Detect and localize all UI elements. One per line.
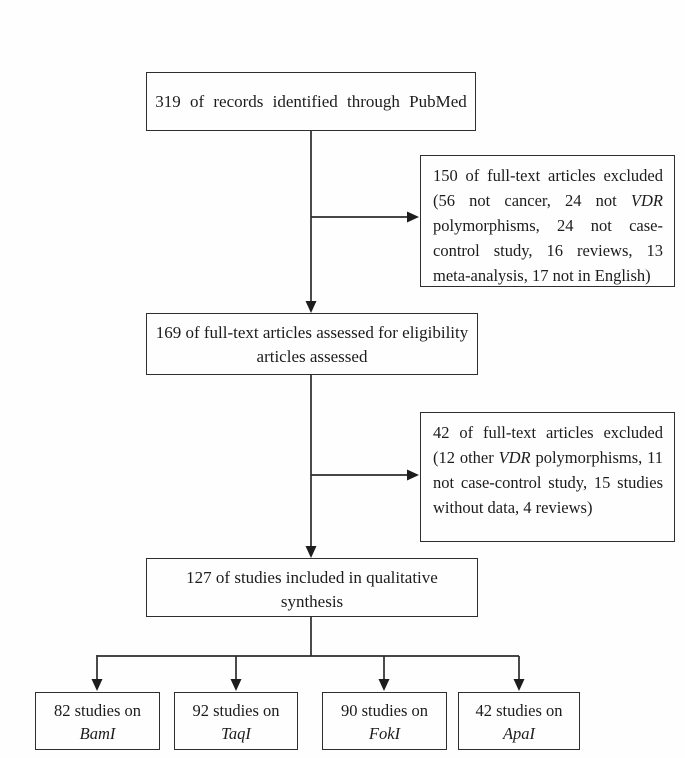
excluded-2-gene-italic: VDR bbox=[498, 448, 531, 467]
box-gene-bami: 82 studies on BamI bbox=[35, 692, 160, 750]
arrowhead-into-gene4 bbox=[513, 679, 525, 691]
arrowhead-into-gene3 bbox=[378, 679, 390, 691]
box-assessed-eligibility: 169 of full-text articles assessed for e… bbox=[146, 313, 478, 375]
qualitative-line-1: 127 of studies included in qualitative bbox=[186, 568, 438, 587]
gene-foki-label: FokI bbox=[368, 724, 401, 743]
arrowhead-into-qualitative bbox=[305, 546, 317, 558]
arrowhead-into-gene1 bbox=[91, 679, 103, 691]
gene-apai-label: ApaI bbox=[502, 724, 536, 743]
gene-bami-count: 82 studies on bbox=[53, 701, 142, 720]
gene-taqi-count: 92 studies on bbox=[192, 701, 280, 720]
excluded-1-text-post: polymorphisms, 24 not case-control study… bbox=[433, 216, 663, 285]
box-gene-foki: 90 studies on FokI bbox=[322, 692, 447, 750]
excluded-1-text-pre: 150 of full-text articles excluded (56 n… bbox=[433, 166, 663, 210]
arrowhead-into-excluded2 bbox=[407, 469, 419, 481]
gene-foki-count: 90 studies on bbox=[340, 701, 429, 720]
eligibility-line-2: articles assessed bbox=[256, 347, 368, 366]
arrowhead-into-excluded1 bbox=[407, 211, 419, 223]
box-fulltext-excluded-1: 150 of full-text articles excluded (56 n… bbox=[420, 155, 675, 287]
box-fulltext-excluded-2: 42 of full-text articles excluded (12 ot… bbox=[420, 412, 675, 542]
gene-apai-count: 42 studies on bbox=[475, 701, 563, 720]
eligibility-line-1: 169 of full-text articles assessed for e… bbox=[155, 323, 469, 342]
qualitative-line-2: synthesis bbox=[280, 592, 344, 611]
gene-taqi-label: TaqI bbox=[221, 724, 251, 743]
records-identified-text: 319 of records identified through PubMed bbox=[155, 91, 467, 111]
box-records-identified: 319 of records identified through PubMed bbox=[146, 72, 476, 131]
excluded-1-gene-italic: VDR bbox=[630, 191, 663, 210]
box-gene-taqi: 92 studies on TaqI bbox=[174, 692, 298, 750]
arrowhead-into-eligibility bbox=[305, 301, 317, 313]
gene-bami-label: BamI bbox=[79, 724, 116, 743]
box-gene-apai: 42 studies on ApaI bbox=[458, 692, 580, 750]
excluded-2-text-post: polymorphisms, 11 not case-control study… bbox=[433, 448, 663, 517]
arrowhead-into-gene2 bbox=[230, 679, 242, 691]
box-qualitative-synthesis: 127 of studies included in qualitative s… bbox=[146, 558, 478, 617]
excluded-2-text-pre: 42 of full-text articles excluded (12 ot… bbox=[433, 423, 663, 467]
